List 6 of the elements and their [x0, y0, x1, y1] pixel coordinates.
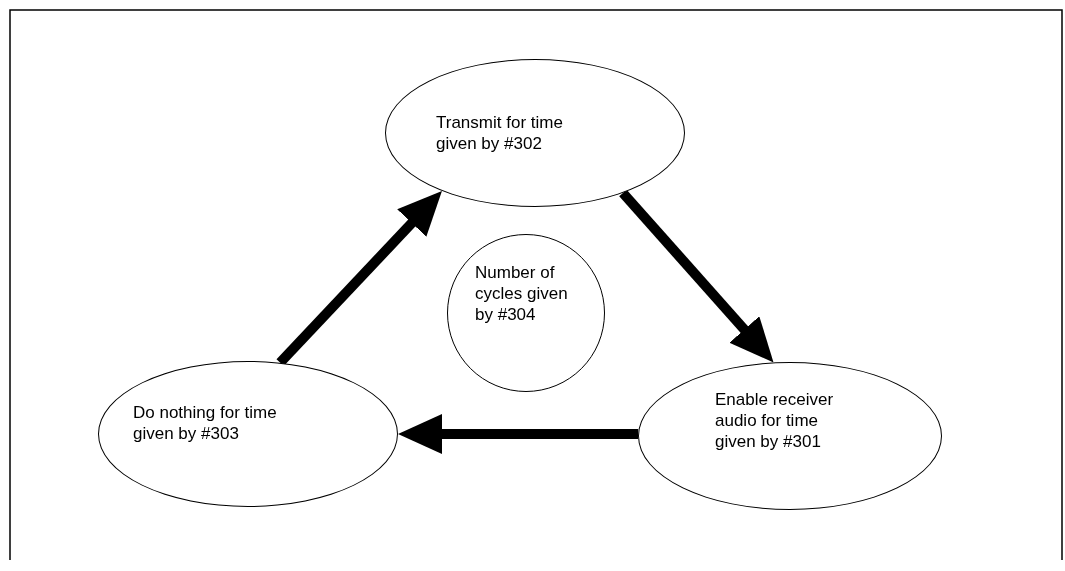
- node-label: Transmit for time given by #302: [436, 112, 564, 154]
- arrow: [619, 189, 774, 363]
- node-label: Do nothing for time given by #303: [133, 402, 278, 444]
- arrow: [398, 414, 639, 454]
- node-label: Number of cycles given by #304: [475, 262, 569, 325]
- node-label: Enable receiver audio for time given by #301: [715, 389, 835, 452]
